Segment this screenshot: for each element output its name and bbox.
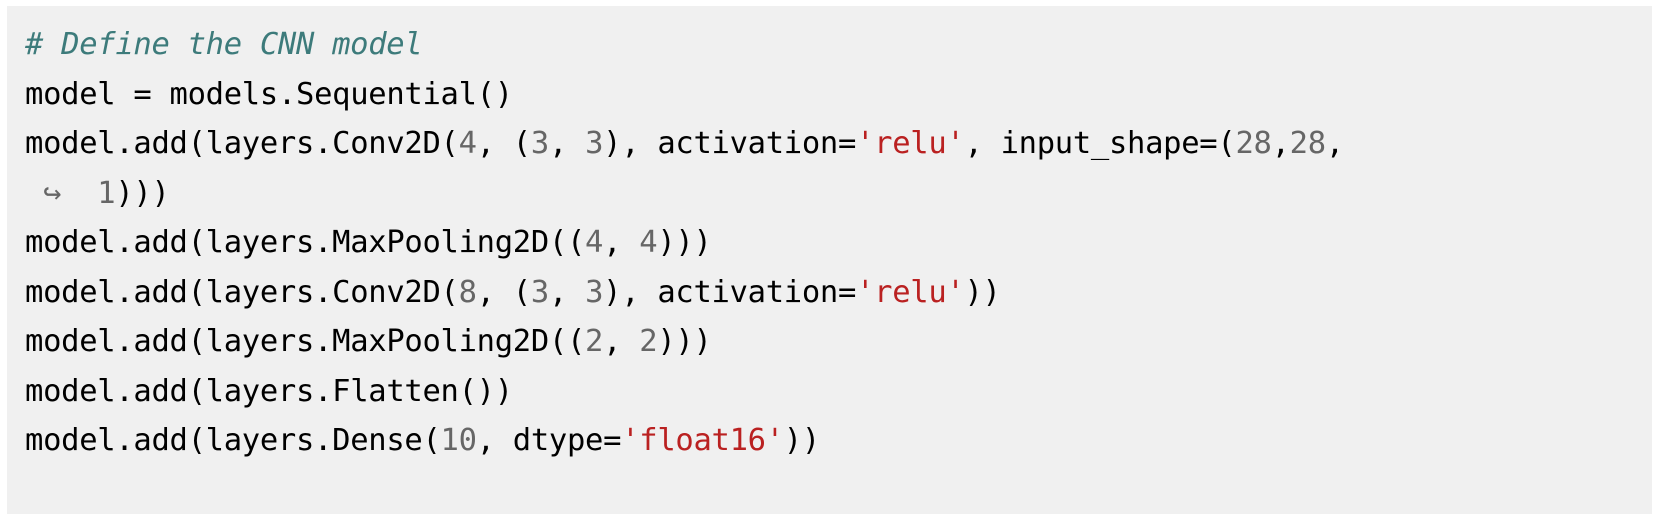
code-token: 4 — [585, 225, 604, 260]
code-token: . — [314, 373, 333, 409]
code-token: , ( — [476, 274, 532, 310]
code-token: . — [314, 274, 333, 310]
code-token: . — [277, 76, 296, 112]
code-token: model — [25, 274, 116, 310]
code-token: , dtype — [476, 423, 604, 458]
code-token: 3 — [585, 126, 604, 161]
code-token: . — [314, 126, 333, 161]
code-token: = — [603, 423, 622, 458]
code-token: ), activation — [603, 126, 838, 161]
code-token: ↪ — [25, 175, 98, 211]
code-token: 4 — [639, 225, 658, 260]
code-token: . — [115, 373, 134, 409]
code-token: 3 — [530, 274, 549, 310]
code-line: # Define the CNN model — [7, 20, 1652, 70]
code-token: . — [314, 324, 333, 359]
code-token: , — [548, 126, 586, 161]
code-token: ))) — [657, 225, 712, 260]
code-token: 3 — [530, 126, 549, 161]
code-token: . — [115, 324, 134, 359]
code-line: model.add(layers.MaxPooling2D((4, 4))) — [7, 218, 1652, 268]
code-token: MaxPooling2D(( — [332, 324, 586, 359]
code-token: add(layers — [133, 126, 315, 161]
code-token: , — [548, 274, 586, 310]
code-token: Conv2D( — [332, 126, 459, 161]
code-token: Flatten()) — [332, 373, 513, 409]
code-token: model — [25, 76, 134, 112]
code-line: model.add(layers.Dense(10, dtype='float1… — [7, 416, 1652, 466]
code-token: models — [151, 76, 279, 112]
code-token: = — [133, 76, 152, 112]
code-line: model.add(layers.Flatten()) — [7, 367, 1652, 417]
code-token: ))) — [657, 324, 712, 359]
code-token: . — [115, 423, 134, 458]
code-token: . — [314, 423, 333, 458]
code-token: . — [115, 274, 134, 310]
code-token: Conv2D( — [332, 274, 459, 310]
code-token: = — [837, 274, 857, 310]
code-token: add(layers — [133, 423, 315, 458]
code-token: = — [837, 126, 857, 161]
code-token: model — [25, 126, 116, 161]
code-token: add(layers — [133, 373, 315, 409]
code-token: model — [25, 423, 116, 458]
code-token: . — [115, 225, 134, 260]
code-token: MaxPooling2D(( — [332, 225, 586, 260]
code-line: model.add(layers.Conv2D(4, (3, 3), activ… — [7, 119, 1652, 169]
code-line: model.add(layers.Conv2D(8, (3, 3), activ… — [7, 268, 1652, 318]
code-token: , ( — [476, 126, 532, 161]
code-token: 'relu' — [856, 274, 965, 310]
code-token: 8 — [458, 274, 477, 310]
code-token: ( — [1217, 126, 1236, 161]
code-token: . — [314, 225, 333, 260]
code-token: )) — [783, 423, 820, 458]
code-token: 'float16' — [621, 423, 784, 458]
code-token: model — [25, 225, 116, 260]
code-token: 2 — [585, 324, 604, 359]
code-token: 4 — [458, 126, 477, 161]
code-token: 1 — [97, 175, 116, 211]
code-token: , input_shape — [964, 126, 1200, 161]
code-token: ), activation — [603, 274, 838, 310]
code-line: ↪ 1))) — [7, 169, 1652, 219]
code-token: , — [603, 225, 640, 260]
code-token: add(layers — [133, 324, 315, 359]
code-token: # Define the CNN model — [25, 27, 423, 62]
code-token: add(layers — [133, 225, 315, 260]
code-token: 2 — [639, 324, 658, 359]
code-token: 28 — [1235, 126, 1272, 161]
code-token: , — [1271, 126, 1290, 161]
code-token: Dense( — [332, 423, 441, 458]
code-token: 28 — [1289, 126, 1326, 161]
code-line: model = models.Sequential() — [7, 70, 1652, 120]
code-token: , — [603, 324, 640, 359]
code-token: 10 — [440, 423, 477, 458]
code-token: . — [115, 126, 134, 161]
code-token: 3 — [585, 274, 604, 310]
code-token: , — [1325, 126, 1344, 161]
code-token: = — [1199, 126, 1218, 161]
code-token: Sequential() — [296, 76, 513, 112]
code-token: 'relu' — [856, 126, 965, 161]
code-token: )) — [964, 274, 1001, 310]
code-line: model.add(layers.MaxPooling2D((2, 2))) — [7, 317, 1652, 367]
code-token: model — [25, 324, 116, 359]
code-token: ))) — [115, 175, 170, 211]
code-token: model — [25, 373, 116, 409]
code-token: add(layers — [133, 274, 315, 310]
